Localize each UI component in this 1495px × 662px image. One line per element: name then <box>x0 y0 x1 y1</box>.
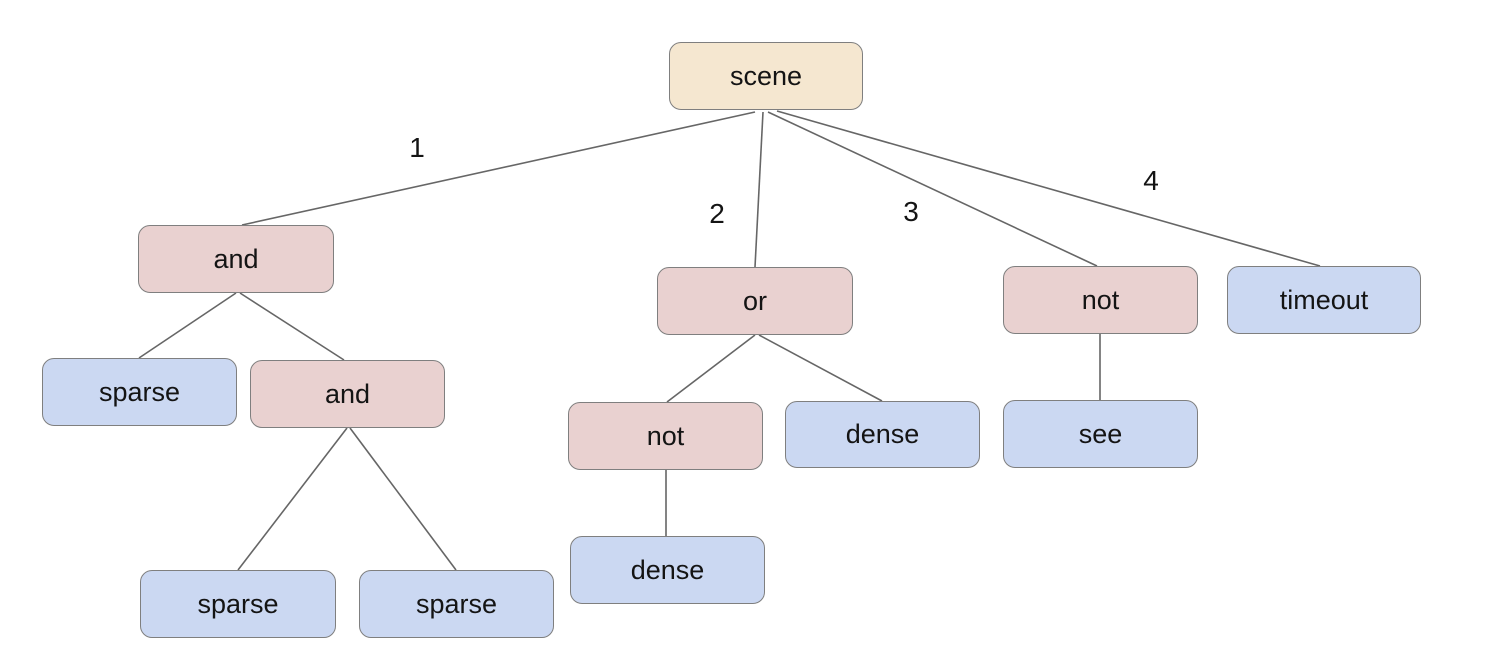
node-or1: or <box>657 267 853 335</box>
edge-scene-and1 <box>241 111 756 226</box>
node-not2: not <box>568 402 763 470</box>
node-and1: and <box>138 225 334 293</box>
edge-scene-not1 <box>767 111 1098 267</box>
node-sparse3: sparse <box>359 570 554 638</box>
node-sparse2: sparse <box>140 570 336 638</box>
edge-and2-sparse3 <box>349 427 457 571</box>
node-scene: scene <box>669 42 863 110</box>
node-sparse1: sparse <box>42 358 237 426</box>
edge-and2-sparse2 <box>237 427 348 571</box>
node-dense1: dense <box>785 401 980 468</box>
edge-and1-and2 <box>239 292 345 361</box>
node-and2: and <box>250 360 445 428</box>
edge-scene-timeout <box>776 110 1321 267</box>
edge-or1-not2 <box>666 334 756 403</box>
edge-label-2: 2 <box>709 198 725 229</box>
edge-label-4: 4 <box>1143 165 1159 196</box>
node-see: see <box>1003 400 1198 468</box>
edge-and1-sparse1 <box>138 292 237 359</box>
edge-or1-dense1 <box>758 334 883 402</box>
edge-label-1: 1 <box>409 132 425 163</box>
node-timeout: timeout <box>1227 266 1421 334</box>
node-not1: not <box>1003 266 1198 334</box>
edge-label-3: 3 <box>903 196 919 227</box>
node-dense2: dense <box>570 536 765 604</box>
edge-scene-or1 <box>754 111 764 268</box>
